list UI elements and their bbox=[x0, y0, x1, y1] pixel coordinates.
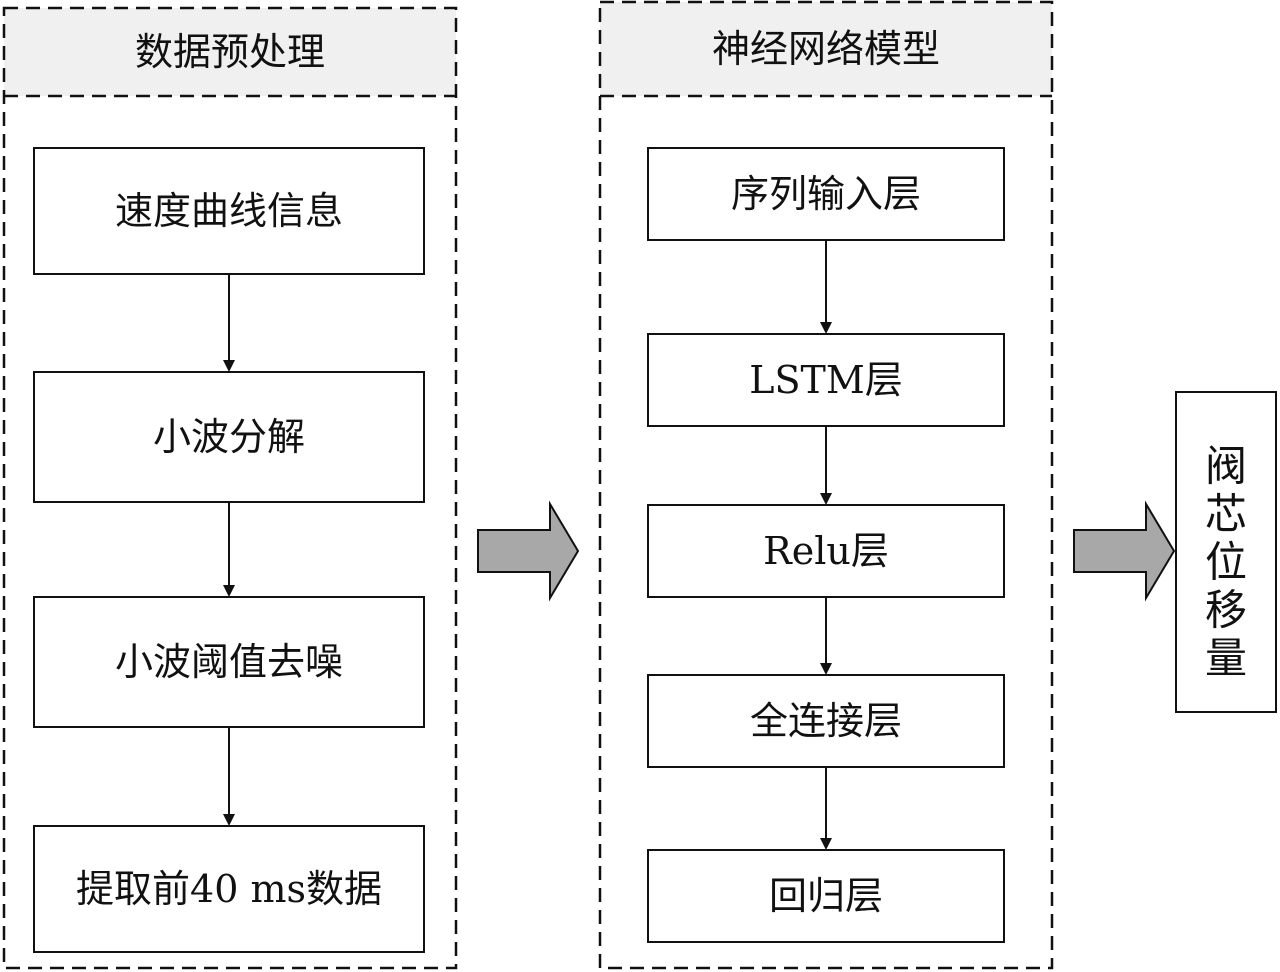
layer-label-regression: 回归层 bbox=[769, 874, 883, 918]
output-label-char-1: 阀 bbox=[1205, 442, 1247, 491]
step-box-extract-data bbox=[33, 825, 425, 953]
step-label-wavelet-denoise: 小波阈值去噪 bbox=[115, 640, 343, 684]
output-label-char-4: 移 bbox=[1205, 586, 1247, 635]
preprocessing-panel-border bbox=[2, 6, 458, 970]
flow-arrow-1 bbox=[477, 500, 580, 602]
output-box-border bbox=[1175, 391, 1277, 713]
output-box: 阀 芯 位 移 量 bbox=[1175, 391, 1277, 713]
layer-label-relu: Relu层 bbox=[763, 529, 889, 573]
network-panel: 神经网络模型 序列输入层 LSTM层 Relu层 全连接层 回归层 bbox=[598, 0, 1054, 970]
preprocessing-panel: 数据预处理 速度曲线信息 小波分解 小波阈值去噪 提取前40 ms数据 bbox=[2, 6, 458, 970]
step-label-wavelet-decomposition: 小波分解 bbox=[153, 415, 305, 459]
preprocessing-panel-title: 数据预处理 bbox=[135, 30, 325, 74]
network-panel-border bbox=[598, 0, 1054, 970]
output-label-char-5: 量 bbox=[1205, 634, 1247, 683]
step-label-velocity-curve: 速度曲线信息 bbox=[115, 189, 343, 233]
preprocessing-panel-header-bg bbox=[4, 8, 456, 96]
step-label-extract-data: 提取前40 ms数据 bbox=[76, 867, 382, 911]
layer-box-relu bbox=[647, 504, 1005, 598]
output-label-char-2: 芯 bbox=[1205, 490, 1247, 539]
output-label-char-3: 位 bbox=[1205, 538, 1247, 587]
layer-box-sequence-input bbox=[647, 147, 1005, 241]
layer-label-sequence-input: 序列输入层 bbox=[731, 172, 921, 216]
layer-label-fully-connected: 全连接层 bbox=[750, 699, 902, 743]
layer-box-lstm bbox=[647, 333, 1005, 427]
network-panel-header-bg bbox=[600, 2, 1052, 96]
step-box-wavelet-decomposition bbox=[33, 371, 425, 503]
step-box-wavelet-denoise bbox=[33, 596, 425, 728]
layer-box-regression bbox=[647, 849, 1005, 943]
layer-label-lstm: LSTM层 bbox=[749, 358, 903, 402]
step-box-velocity-curve bbox=[33, 147, 425, 275]
network-panel-title: 神经网络模型 bbox=[712, 27, 940, 71]
flow-arrow-2 bbox=[1073, 500, 1176, 602]
